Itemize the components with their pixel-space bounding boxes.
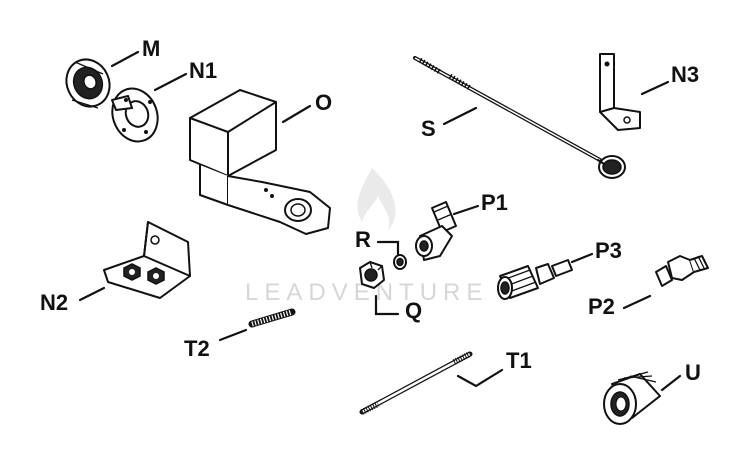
leader-s [442, 106, 478, 126]
leader-n2 [78, 286, 106, 302]
part-n1-hub [111, 87, 159, 143]
leader-m [110, 50, 140, 68]
label-n1: N1 [189, 58, 218, 83]
watermark-flame-icon [357, 168, 396, 230]
leader-t1 [456, 368, 504, 388]
leader-n3 [640, 80, 670, 96]
label-n2: N2 [40, 290, 69, 315]
leader-lines [78, 50, 682, 392]
label-s: S [421, 116, 436, 141]
part-r-ferrule [393, 254, 407, 270]
leader-o [281, 104, 312, 124]
label-t1: T1 [506, 348, 532, 373]
leader-p2 [622, 294, 652, 310]
label-q: Q [405, 298, 423, 323]
label-r: R [355, 227, 371, 252]
part-q-nut [359, 261, 385, 289]
leader-q [374, 294, 400, 316]
label-t2: T2 [184, 336, 210, 361]
leader-r [376, 240, 400, 256]
part-n3-bracket [599, 53, 641, 131]
part-n2-bracket [103, 221, 191, 299]
part-u-bushing [603, 371, 661, 425]
part-t2-stud [248, 308, 296, 328]
part-p3-fitting [497, 259, 573, 300]
leader-p3 [570, 252, 594, 264]
leader-u [660, 374, 682, 392]
leader-n1 [153, 72, 188, 92]
label-p2: P2 [588, 294, 615, 319]
part-o-bracket [189, 89, 331, 235]
leader-t2 [218, 328, 248, 342]
part-m-pulley [65, 58, 111, 109]
leader-p1 [452, 204, 480, 216]
label-p3: P3 [595, 238, 622, 263]
label-n3: N3 [671, 62, 700, 87]
part-s-rod [413, 56, 626, 179]
part-t1-rod [359, 351, 473, 415]
part-p2-nipple [655, 255, 709, 287]
label-p1: P1 [481, 190, 508, 215]
label-u: U [685, 360, 701, 385]
part-p1-elbow [415, 201, 457, 261]
label-o: O [315, 90, 333, 115]
label-m: M [142, 36, 161, 61]
